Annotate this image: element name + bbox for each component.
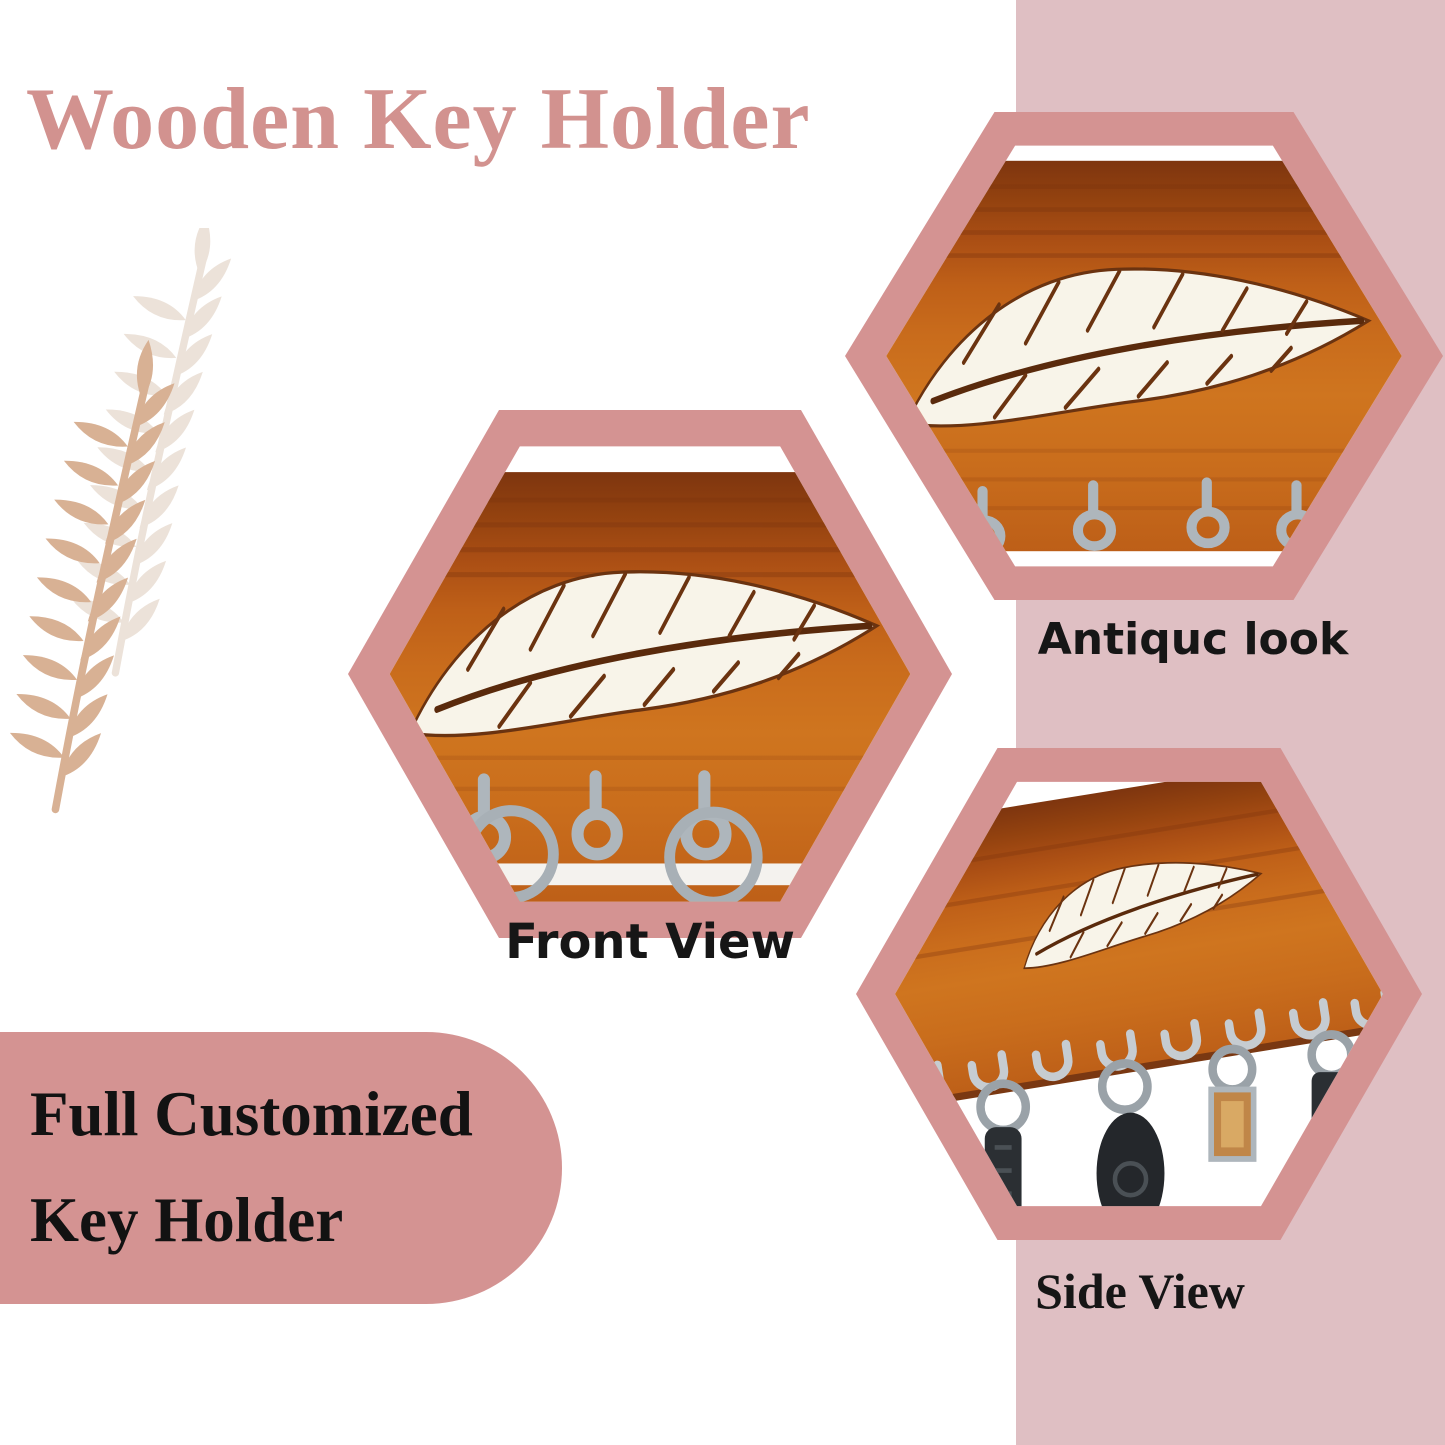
key-ring-icon (1097, 1059, 1152, 1115)
side-photo-svg (856, 748, 1422, 1240)
front-view-label: Front View (505, 914, 795, 970)
antique-photo (886, 145, 1402, 567)
key-fob-logo (1112, 1160, 1149, 1198)
hexagon-front-view (348, 410, 952, 938)
wooden-keychain-inner (1221, 1101, 1244, 1148)
antique-view-label: Antiquc look (1037, 614, 1349, 665)
wood-grain (389, 497, 911, 578)
wood-grain (886, 184, 1402, 258)
key-fob-icon (1096, 1112, 1165, 1207)
antique-photo-svg (845, 112, 1443, 600)
customized-badge: Full Customized Key Holder (0, 1032, 562, 1304)
car-key-icon (984, 1127, 1022, 1207)
fern-leaves-decoration (0, 228, 282, 878)
fern-leaves-svg (0, 228, 282, 878)
page-title: Wooden Key Holder (26, 71, 811, 168)
wall-gap (389, 863, 911, 886)
front-photo-svg (348, 410, 952, 938)
side-view-label: Side View (1035, 1263, 1245, 1319)
hexagon-antique-view (845, 112, 1443, 600)
side-photo (895, 781, 1383, 1207)
badge-line-1: Full Customized (30, 1079, 473, 1149)
hexagon-side-view (856, 748, 1422, 1240)
key-ring-icon (664, 806, 763, 902)
badge-line-2: Key Holder (30, 1184, 344, 1255)
